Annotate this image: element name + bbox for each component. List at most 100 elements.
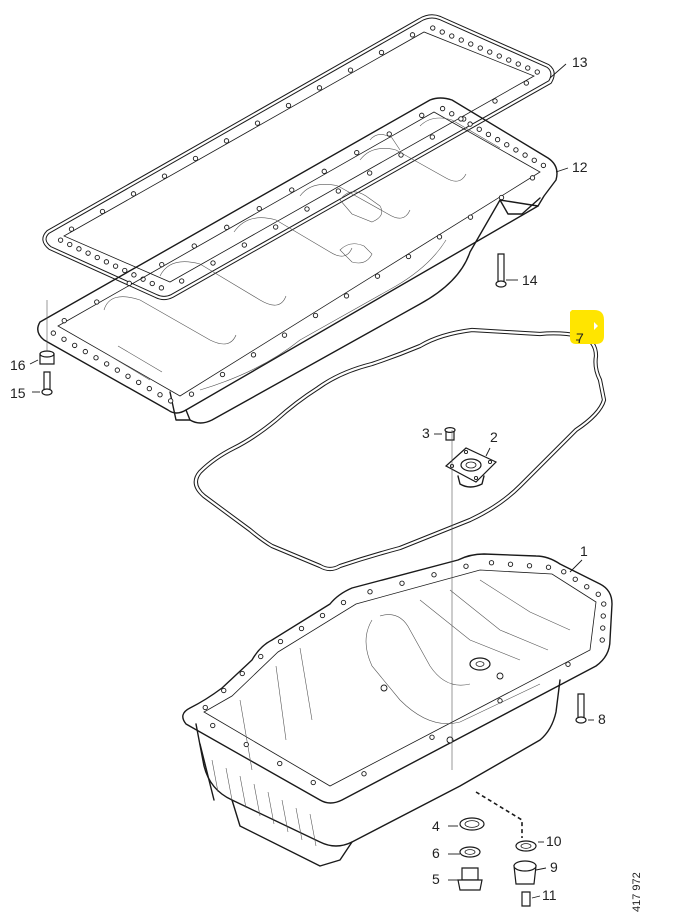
bolt-hole (458, 116, 464, 122)
bolt-hole (540, 162, 547, 169)
bolt-hole (210, 260, 216, 266)
bolt-hole (399, 580, 405, 586)
bolt-hole (72, 342, 78, 349)
bolt-hole (149, 280, 155, 287)
bolt-hole (250, 352, 257, 358)
bolt-hole (494, 136, 501, 143)
bolt-hole (239, 670, 245, 677)
bolt-hole (76, 246, 82, 252)
bolt-hole (223, 138, 230, 144)
drain-plug-seal (459, 817, 485, 831)
cover-plate (444, 447, 498, 488)
bolt-8 (575, 693, 587, 724)
bolt-hole (485, 131, 492, 138)
bolt-hole (94, 299, 100, 305)
bolt-hole (130, 191, 137, 197)
bolt-hole (343, 293, 350, 299)
bolt-hole (126, 280, 132, 286)
bolt-hole (476, 126, 482, 132)
bolt-hole (595, 591, 601, 597)
bolt-hole (319, 612, 326, 619)
bolt-hole (99, 208, 106, 215)
callout-8[interactable]: 8 (598, 711, 606, 727)
spacer-16 (39, 350, 55, 365)
oil-pan-lower-bolt-holes (202, 560, 607, 786)
drain-plug (457, 867, 483, 891)
callout-5[interactable]: 5 (432, 871, 440, 887)
bolt-hole (221, 687, 227, 694)
bolt-hole (179, 278, 185, 284)
bolt-hole (600, 625, 606, 631)
callout-4[interactable]: 4 (432, 818, 440, 834)
bolt-hole (219, 371, 226, 378)
oil-pan-upper-bolt-holes (50, 105, 547, 404)
bolt-hole (304, 206, 310, 212)
lower-gasket (193, 327, 607, 572)
bolt-hole (534, 69, 540, 75)
bolt-hole (525, 65, 531, 71)
callout-1[interactable]: 1 (580, 543, 588, 559)
callout-7[interactable]: 7 (576, 330, 584, 346)
callout-10[interactable]: 10 (546, 833, 562, 849)
bolt-hole (158, 285, 165, 291)
bolt-hole (561, 569, 567, 575)
callout-16[interactable]: 16 (10, 357, 26, 373)
bolt-hole (161, 173, 168, 179)
bolt-hole (273, 224, 279, 230)
bolt-hole (374, 273, 381, 279)
bolt-hole (168, 398, 174, 404)
bolt-hole (281, 332, 288, 338)
bolt-hole (289, 187, 295, 193)
bolt-hole (104, 361, 110, 367)
bolt-hole (57, 237, 64, 243)
upper-gasket-bolt-holes (57, 25, 540, 291)
bolt-hole (68, 226, 75, 232)
callout-6[interactable]: 6 (432, 845, 440, 861)
bolt-hole (506, 57, 512, 63)
bolt-hole (386, 131, 392, 137)
bolt-hole (136, 379, 142, 386)
bolt-hole (67, 241, 73, 248)
callout-9[interactable]: 9 (550, 859, 558, 875)
bolt-hole (340, 599, 347, 606)
bolt-hole (449, 33, 455, 39)
bolt-hole (131, 272, 137, 278)
bolt-hole (210, 722, 216, 729)
bolt-hole (600, 613, 606, 619)
oil-pan-lower (182, 553, 613, 867)
bolt-hole (458, 37, 464, 43)
callout-14[interactable]: 14 (522, 272, 538, 288)
drain-axis-line (475, 791, 523, 838)
callout-3[interactable]: 3 (422, 425, 430, 441)
bolt-hole (504, 142, 510, 148)
bolt-hole (409, 32, 416, 38)
callout-11[interactable]: 11 (542, 887, 557, 903)
callout-7-highlight[interactable] (570, 310, 604, 344)
bolt-hole (523, 80, 529, 86)
bolt-hole (488, 560, 495, 566)
sensor (513, 860, 537, 885)
bolt-hole (526, 563, 533, 569)
bolt-hole (312, 312, 319, 319)
callout-15[interactable]: 15 (10, 385, 26, 401)
bolt-hole (94, 254, 100, 261)
sensor-seal (515, 840, 537, 852)
drawing-number: 417 972 (631, 872, 643, 912)
bolt-hole (50, 330, 56, 336)
bolt-hole (258, 653, 264, 660)
bolt-hole (405, 253, 412, 260)
bolt-hole (192, 155, 199, 162)
bolt-hole (114, 367, 120, 373)
bolt-hole (256, 206, 262, 212)
bolt-hole (429, 734, 435, 740)
bolt-hole (436, 234, 443, 240)
bolt-hole (467, 121, 473, 127)
callout-2[interactable]: 2 (490, 429, 498, 445)
callout-13[interactable]: 13 (572, 54, 588, 70)
bolt-hole (468, 41, 474, 47)
callout-12[interactable]: 12 (572, 159, 588, 175)
bolt-hole (310, 779, 316, 786)
bolt-hole (507, 561, 514, 567)
bolt-hole (439, 29, 445, 35)
